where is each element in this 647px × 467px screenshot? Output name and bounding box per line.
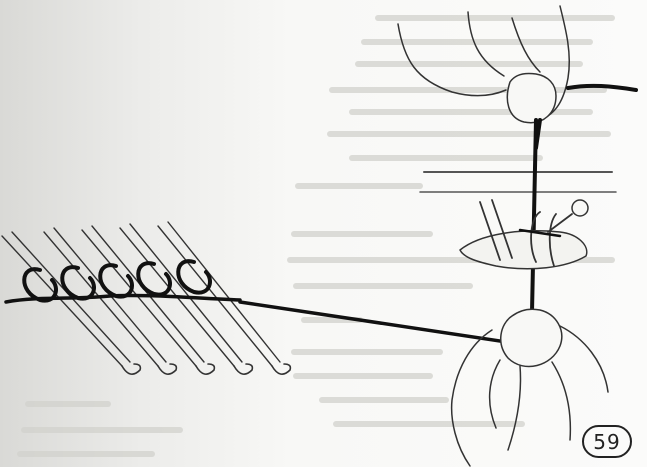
figure-number-badge: 59: [582, 425, 632, 458]
drawn-thread: [240, 302, 520, 344]
top-hand-icon: [398, 6, 636, 148]
work-piece-icon: [460, 200, 588, 269]
crochet-hook-icon: [2, 232, 140, 374]
